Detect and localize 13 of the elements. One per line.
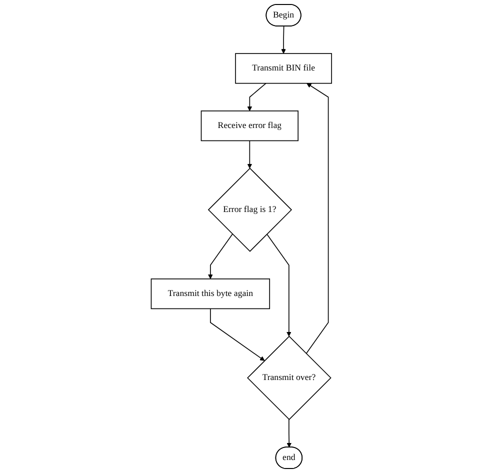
arrow xyxy=(210,308,264,361)
node-box: Transmit BIN file xyxy=(234,53,332,84)
node-diamond: Transmit over? xyxy=(246,336,331,420)
node-box: Receive error flag xyxy=(200,110,298,142)
node-box: Transmit this byte again xyxy=(150,278,270,310)
arrow xyxy=(305,83,328,354)
arrow xyxy=(280,26,286,54)
arrow xyxy=(208,234,232,280)
node-diamond: Error flag is 1? xyxy=(207,168,292,252)
arrow xyxy=(246,82,266,112)
arrow xyxy=(246,140,252,169)
arrow xyxy=(266,234,291,336)
arrow xyxy=(286,419,292,448)
